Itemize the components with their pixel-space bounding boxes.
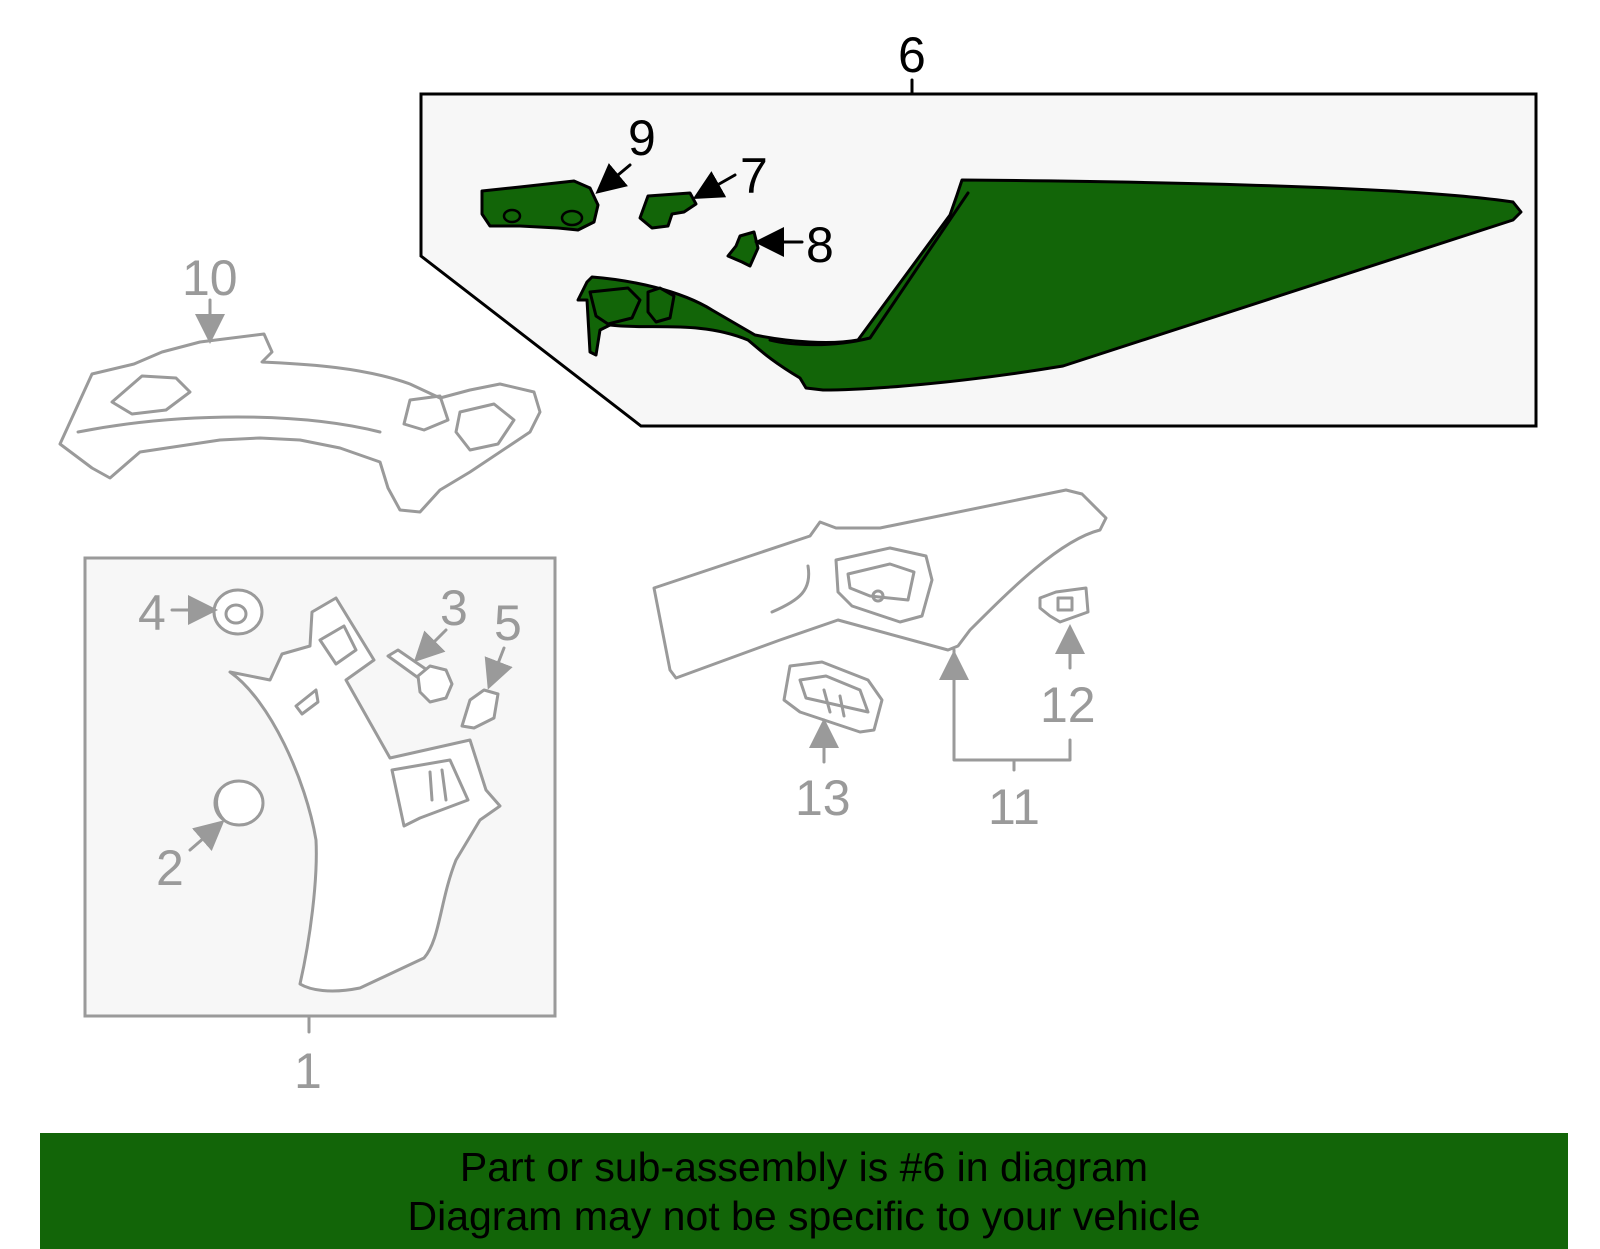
part-11-handle-hole — [871, 589, 885, 603]
part-11-quarter-trim — [652, 488, 1108, 680]
callout-2-label: 2 — [156, 840, 184, 896]
part-4-grommet-hole — [224, 603, 248, 625]
part-13-bezel — [782, 660, 884, 734]
part-1-pillar-trim — [228, 596, 502, 993]
callout-12-label: 12 — [1040, 677, 1096, 733]
info-banner: Part or sub-assembly is #6 in diagram Di… — [40, 1133, 1568, 1249]
part-9-handle — [480, 179, 600, 232]
part-9-hole-b — [560, 209, 584, 227]
callout-3-label: 3 — [440, 580, 468, 636]
part-12-clip — [1038, 586, 1090, 624]
callout-4-label: 4 — [138, 585, 166, 641]
callout-6-label: 6 — [898, 27, 926, 83]
part-1-detail-a — [318, 624, 358, 666]
part-11-contour — [770, 564, 811, 614]
part-3-bolt-head — [416, 664, 454, 704]
part-2-leader — [188, 820, 225, 852]
part-3-leader — [413, 628, 448, 663]
part-12-clip-window — [1056, 596, 1074, 612]
part-13-bezel-inner — [798, 674, 870, 714]
banner-line-1: Part or sub-assembly is #6 in diagram — [459, 1144, 1149, 1190]
part-11-handle-recess-inner — [846, 562, 916, 602]
callout-5-label: 5 — [494, 595, 522, 651]
part-6-trim-bracket — [588, 286, 642, 326]
part-7-clip — [638, 191, 698, 230]
part-5-clip — [460, 688, 500, 730]
part-9-hole-a — [502, 208, 522, 224]
callout-13-label: 13 — [795, 770, 851, 826]
part-10-detail-b — [402, 394, 450, 432]
part-5-leader — [484, 646, 513, 690]
part-10-bracket — [58, 332, 542, 514]
callout-8-label: 8 — [806, 217, 834, 273]
part-2-plug — [213, 779, 265, 827]
callout-7-label: 7 — [740, 148, 768, 204]
part-1-detail-b — [294, 688, 320, 716]
callout-11-label: 11 — [988, 779, 1040, 835]
part-2-plug-rim — [215, 788, 226, 822]
part-6-trim-panel — [576, 178, 1523, 392]
part-6-trim-clip — [646, 286, 676, 324]
part-10-detail-a — [110, 374, 192, 416]
part-9-leader — [595, 163, 632, 194]
callout-10-label: 10 — [182, 250, 238, 306]
part-4-grommet — [212, 588, 264, 636]
part-13-bezel-slot — [822, 688, 846, 718]
part-6-trim-edge — [768, 191, 970, 347]
part-10-detail-c — [454, 402, 516, 452]
banner-line-2: Diagram may not be specific to your vehi… — [407, 1193, 1201, 1239]
callout-1-label: 1 — [294, 1043, 322, 1099]
part-11-handle-recess — [834, 546, 934, 624]
part-10-detail-d — [76, 415, 382, 434]
part-7-leader — [692, 171, 737, 199]
callout-9-label: 9 — [628, 110, 656, 166]
part-1-detail-d — [428, 768, 448, 802]
part-1-detail-c — [390, 758, 470, 828]
